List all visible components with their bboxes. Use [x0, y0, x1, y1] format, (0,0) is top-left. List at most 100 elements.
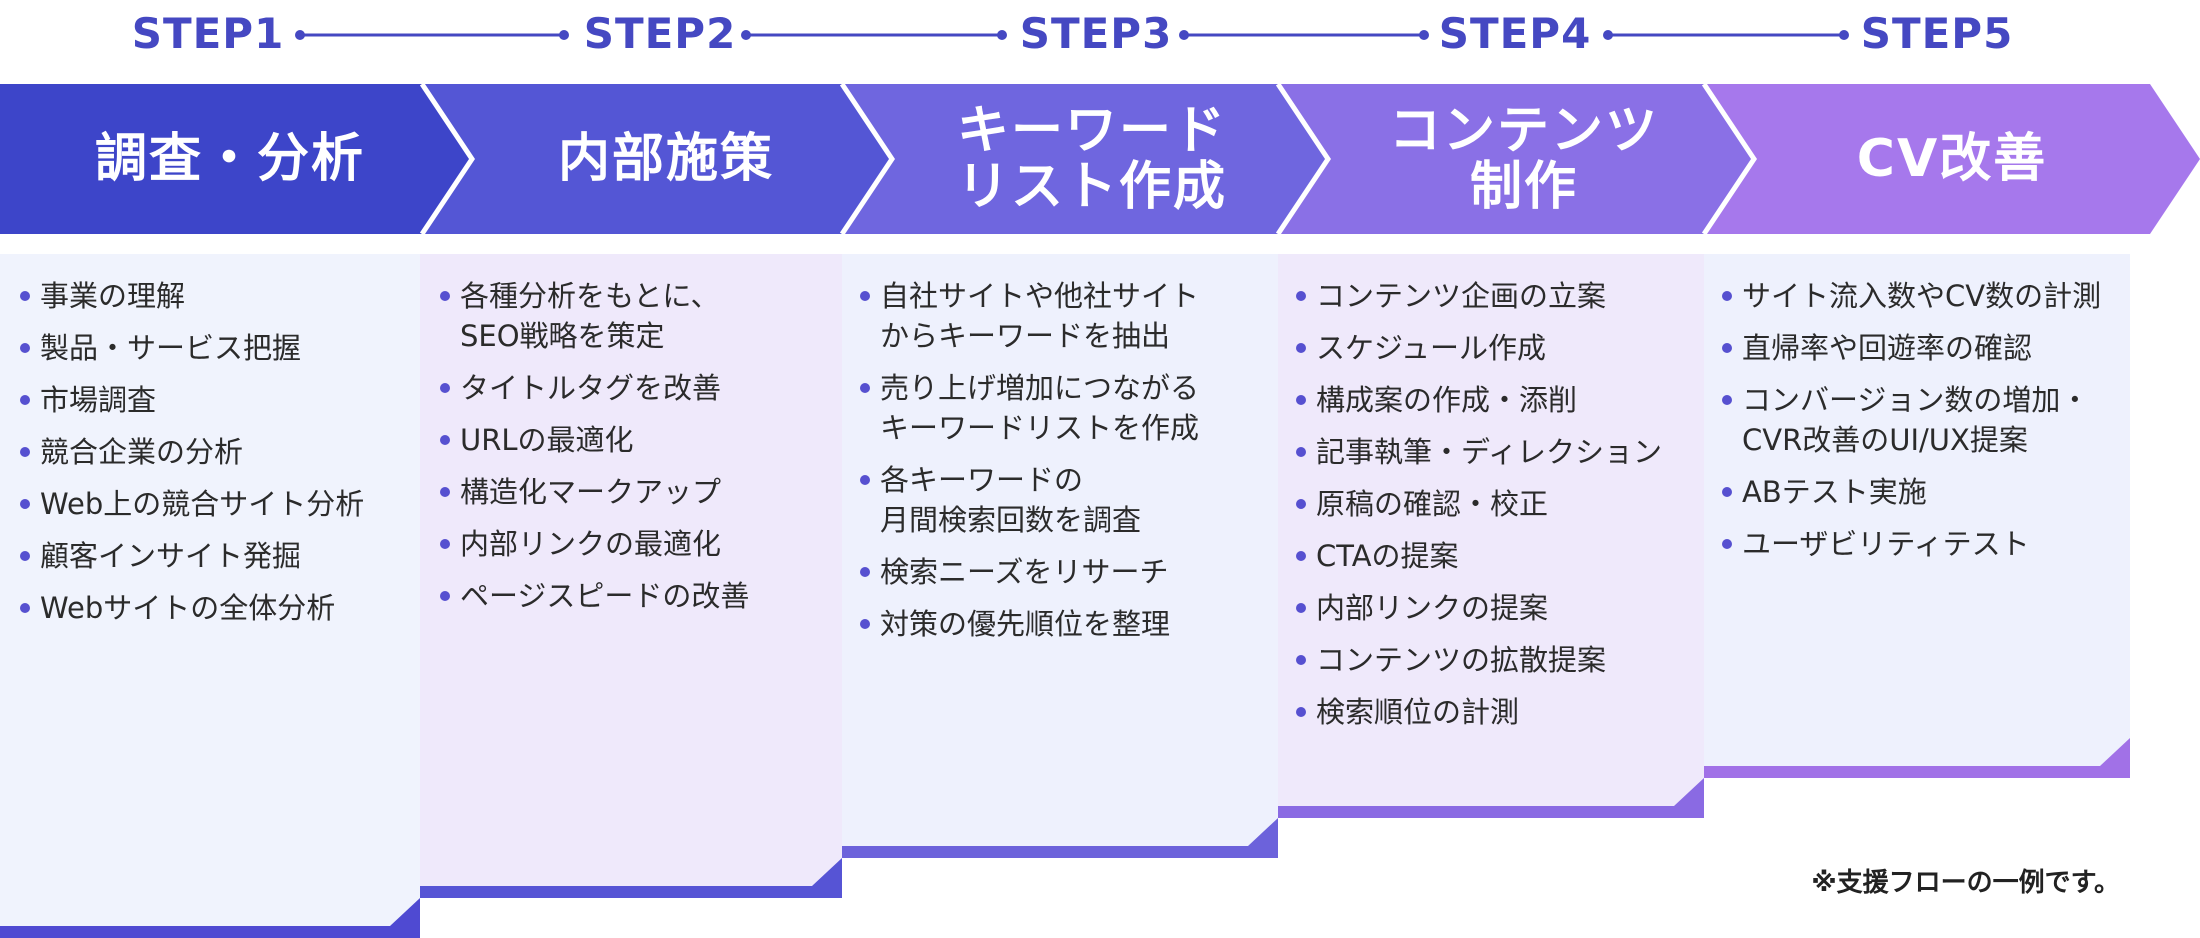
list-item: 記事執筆・ディレクション	[1296, 432, 1696, 472]
step1-title: 調査・分析	[94, 129, 365, 189]
step2-banner	[422, 84, 892, 234]
step-connector-dot	[1419, 30, 1429, 40]
step4-card	[1278, 254, 1704, 818]
list-item: 内部リンクの最適化	[440, 524, 834, 564]
list-item: 売り上げ増加につながる キーワードリストを作成	[860, 368, 1270, 448]
list-item-text: ABテスト実施	[1742, 475, 1927, 509]
step-connector-dot	[1839, 30, 1849, 40]
list-item-text: 構成案の作成・添削	[1316, 383, 1578, 417]
bullet-icon	[440, 487, 450, 497]
step3-item-list: 自社サイトや他社サイト からキーワードを抽出売り上げ増加につながる キーワードリ…	[860, 276, 1270, 656]
list-item: 自社サイトや他社サイト からキーワードを抽出	[860, 276, 1270, 356]
bullet-icon	[20, 343, 30, 353]
bullet-icon	[1296, 343, 1306, 353]
list-item: 構成案の作成・添削	[1296, 380, 1696, 420]
list-item: タイトルタグを改善	[440, 368, 834, 408]
list-item: ページスピードの改善	[440, 576, 834, 616]
list-item: スケジュール作成	[1296, 328, 1696, 368]
chevron-separator	[839, 82, 896, 236]
step5-label: STEP5	[1860, 9, 2014, 58]
step1-card-bar	[0, 926, 420, 938]
step4-label: STEP4	[1438, 9, 1592, 58]
list-item-text: 自社サイトや他社サイト からキーワードを抽出	[880, 279, 1200, 353]
step-connector-dot	[295, 30, 305, 40]
step1-label: STEP1	[131, 9, 285, 58]
step1-card	[0, 254, 420, 938]
step2-card-flag	[812, 858, 842, 886]
step-connector-dot	[997, 30, 1007, 40]
list-item: Webサイトの全体分析	[20, 588, 412, 628]
bullet-icon	[20, 603, 30, 613]
bullet-icon	[1296, 395, 1306, 405]
step3-card-bar	[842, 846, 1278, 858]
list-item-text: 検索順位の計測	[1316, 695, 1520, 729]
step4-card-bar	[1278, 806, 1704, 818]
step3-card	[842, 254, 1278, 858]
list-item-text: ページスピードの改善	[460, 579, 750, 613]
list-item: 顧客インサイト発掘	[20, 536, 412, 576]
list-item: コンバージョン数の増加・ CVR改善のUI/UX提案	[1722, 380, 2122, 460]
list-item-text: 売り上げ増加につながる キーワードリストを作成	[880, 371, 1200, 445]
step5-banner	[1704, 84, 2200, 234]
step4-title: コンテンツ 制作	[1388, 101, 1659, 217]
list-item-text: Web上の競合サイト分析	[40, 487, 365, 521]
bullet-icon	[1296, 499, 1306, 509]
bullet-icon	[860, 383, 870, 393]
list-item: CTAの提案	[1296, 536, 1696, 576]
step3-card-flag	[1248, 818, 1278, 846]
list-item-text: 対策の優先順位を整理	[880, 607, 1171, 641]
list-item: コンテンツ企画の立案	[1296, 276, 1696, 316]
list-item-text: 事業の理解	[40, 279, 186, 313]
step4-item-list: コンテンツ企画の立案スケジュール作成構成案の作成・添削記事執筆・ディレクション原…	[1296, 276, 1696, 744]
list-item-text: 直帰率や回遊率の確認	[1742, 331, 2033, 365]
step2-label: STEP2	[583, 9, 737, 58]
list-item: サイト流入数やCV数の計測	[1722, 276, 2122, 316]
list-item: 競合企業の分析	[20, 432, 412, 472]
list-item-text: コンバージョン数の増加・ CVR改善のUI/UX提案	[1742, 383, 2090, 457]
list-item-text: タイトルタグを改善	[460, 371, 722, 405]
list-item-text: 各キーワードの 月間検索回数を調査	[880, 463, 1142, 537]
bullet-icon	[1722, 539, 1732, 549]
bullet-icon	[20, 499, 30, 509]
step3-banner	[842, 84, 1328, 234]
list-item: Web上の競合サイト分析	[20, 484, 412, 524]
list-item-text: URLの最適化	[460, 423, 634, 457]
step5-card	[1704, 254, 2130, 778]
step5-card-bar	[1704, 766, 2130, 778]
list-item-text: コンテンツ企画の立案	[1316, 279, 1607, 313]
step-connector-dot	[1179, 30, 1189, 40]
step-connector-dot	[741, 30, 751, 40]
list-item-text: 市場調査	[40, 383, 157, 417]
step3-label: STEP3	[1019, 9, 1173, 58]
step-connector-dot	[1603, 30, 1613, 40]
list-item: 各キーワードの 月間検索回数を調査	[860, 460, 1270, 540]
bullet-icon	[860, 567, 870, 577]
step1-card-flag	[390, 898, 420, 926]
step2-card	[420, 254, 842, 898]
step5-card-flag	[2100, 738, 2130, 766]
step5-title: CV改善	[1856, 129, 2048, 189]
list-item-text: ユーザビリティテスト	[1742, 527, 2030, 561]
step-connector-dot	[559, 30, 569, 40]
bullet-icon	[1722, 291, 1732, 301]
step3-title: キーワード リスト作成	[956, 101, 1227, 217]
list-item-text: 内部リンクの最適化	[460, 527, 722, 561]
list-item: 原稿の確認・校正	[1296, 484, 1696, 524]
bullet-icon	[1722, 343, 1732, 353]
bullet-icon	[20, 551, 30, 561]
step4-card-flag	[1674, 778, 1704, 806]
list-item: 事業の理解	[20, 276, 412, 316]
bullet-icon	[440, 291, 450, 301]
bullet-icon	[440, 539, 450, 549]
bullet-icon	[860, 619, 870, 629]
list-item: 対策の優先順位を整理	[860, 604, 1270, 644]
bullet-icon	[1296, 655, 1306, 665]
bullet-icon	[440, 591, 450, 601]
list-item: 構造化マークアップ	[440, 472, 834, 512]
chevron-separator	[419, 82, 476, 236]
bullet-icon	[1722, 487, 1732, 497]
list-item-text: 競合企業の分析	[40, 435, 244, 469]
